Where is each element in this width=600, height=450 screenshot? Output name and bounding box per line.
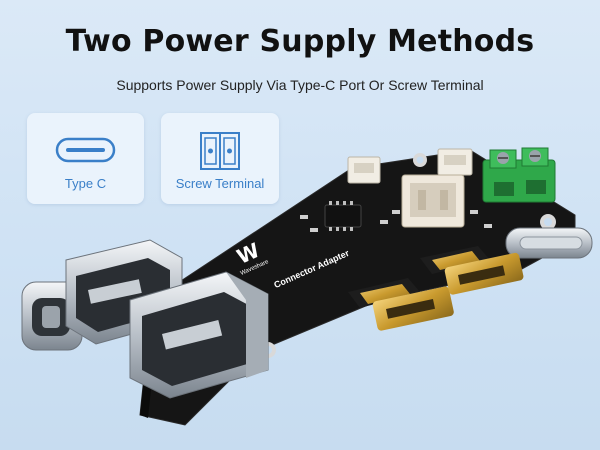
usb-c-port [505, 227, 593, 259]
type-c-label: Type C [64, 176, 107, 191]
connector-adapter-board-photo: W Waveshare Connector Adapter [21, 147, 593, 426]
micro-hdmi-connector-2 [420, 246, 524, 295]
hdmi-connector-2 [129, 271, 269, 399]
page-title: Two Power Supply Methods [65, 24, 535, 59]
type-c-method-card: Type C [27, 113, 144, 204]
screw-terminal-icon [200, 132, 240, 170]
screw-terminal-label: Screw Terminal [175, 176, 265, 191]
micro-hdmi-connector-1 [348, 278, 454, 331]
ic-chip [324, 204, 362, 228]
page-subtitle: Supports Power Supply Via Type-C Port Or… [116, 77, 484, 93]
green-screw-terminal [482, 147, 556, 203]
screw-terminal-method-card: Screw Terminal [161, 113, 279, 204]
usb-type-c-icon [55, 137, 116, 163]
